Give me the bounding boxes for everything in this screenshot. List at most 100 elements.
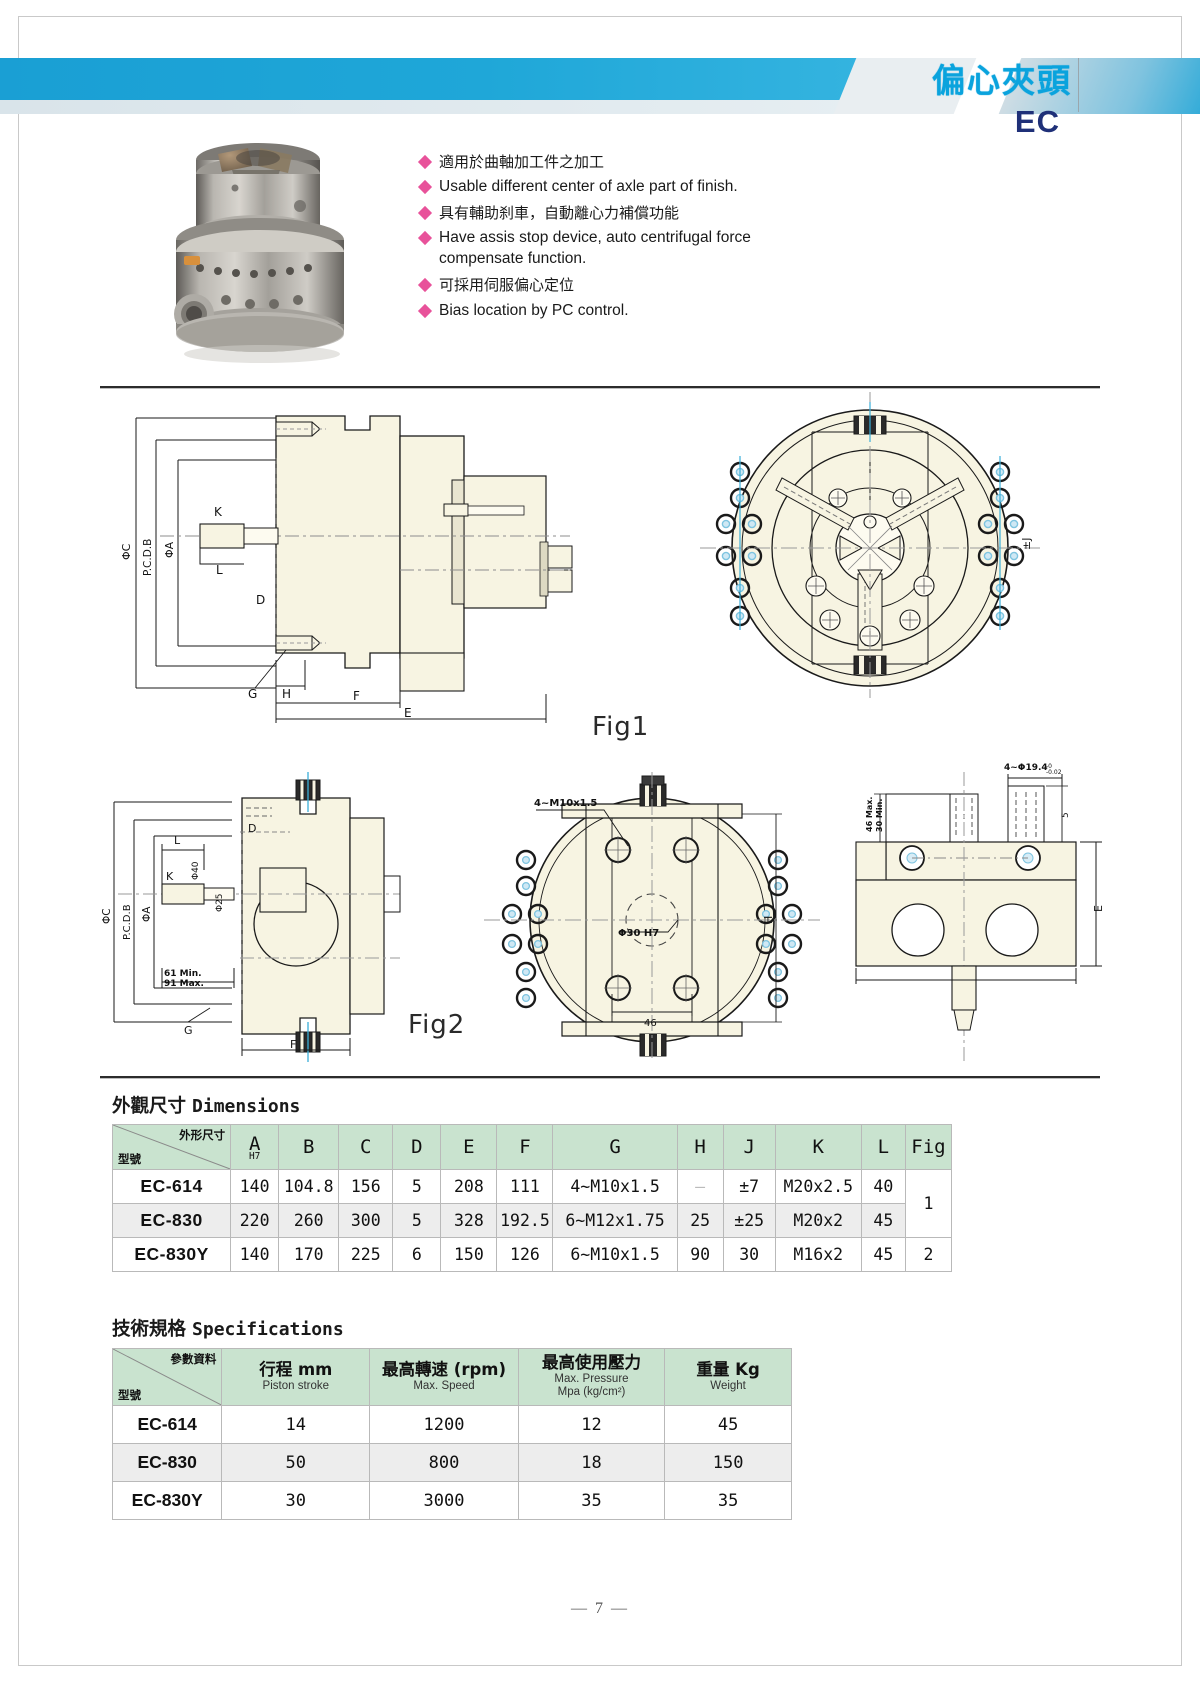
cell-k: M20x2 [774,1203,862,1238]
cell-f: 111 [496,1169,554,1204]
cell-fig-2: 2 [904,1237,953,1272]
specifications-table: 參數資料 型號 行程 mm Piston stroke 最高轉速 (rpm) M… [111,1348,792,1520]
cell-e: 150 [440,1237,498,1272]
cell-weight: 45 [664,1405,792,1444]
corner-label-params: 參數資料 [170,1352,217,1366]
cell-l: 45 [860,1203,906,1238]
callout-plusminus-j: ±J [1020,538,1033,550]
specifications-table-head: 參數資料 型號 行程 mm Piston stroke 最高轉速 (rpm) M… [111,1348,792,1406]
cell-pressure: 18 [517,1443,666,1482]
feature-item: Have assis stop device, auto centrifugal… [417,228,840,270]
header-banner [0,58,1200,114]
spec-col-weight-zh: 重量 Kg [696,1359,760,1379]
row-model: EC-830Y [111,1481,223,1520]
callout-l: L [174,834,181,847]
cell-g: 6~M12x1.75 [552,1203,678,1238]
feature-text: 具有輔助刹車，自動離心力補償功能 [439,204,680,223]
cell-fig-1: 1 [904,1169,953,1238]
dimensions-table: 外形尺寸 型號 A H7 B C D E F G H J K L Fig [111,1124,953,1272]
cell-c: 300 [338,1203,394,1238]
col-header-d: D [392,1124,442,1170]
callout-pcdb: P.C.D.B [142,539,154,576]
callout-g: G [248,687,257,701]
banner-cyan-bar [0,58,880,100]
table-row: EC-830Y 30 3000 35 35 [111,1481,792,1520]
col-header-a: A H7 [230,1124,280,1170]
fig2-label: Fig2 [408,1010,466,1040]
banner-gray-bar [0,100,880,114]
dimensions-corner-cell: 外形尺寸 型號 [111,1124,232,1170]
corner-diagonal-line [113,1125,231,1169]
row-model: EC-614 [111,1169,232,1204]
table-header-row: 參數資料 型號 行程 mm Piston stroke 最高轉速 (rpm) M… [111,1348,792,1406]
callout-k: K [214,505,223,519]
cell-b: 260 [278,1203,340,1238]
cell-speed: 1200 [369,1405,519,1444]
cell-weight: 35 [664,1481,792,1520]
cell-j: ±25 [722,1203,776,1238]
callout-phi-a: ΦA [163,541,176,558]
callout-phi-c: ΦC [120,543,133,560]
callout-5: 5 [1061,812,1071,818]
spec-col-pressure-zh: 最高使用壓力 [542,1352,641,1372]
feature-item: 具有輔助刹車，自動離心力補償功能 [417,203,840,223]
spec-col-speed: 最高轉速 (rpm) Max. Speed [369,1348,519,1406]
col-header-l: L [860,1124,906,1170]
corner-label-model: 型號 [118,1388,141,1402]
spec-col-pressure-units: Mpa (kg/cm²) [557,1386,626,1399]
fig1-label: Fig1 [592,712,650,742]
col-header-f: F [496,1124,554,1170]
callout-46-max: 46 Max. [865,797,874,832]
cell-h: 25 [676,1203,724,1238]
cell-speed: 800 [369,1443,519,1482]
cell-pressure: 12 [517,1405,666,1444]
col-header-g: G [552,1124,678,1170]
table-row: EC-830Y 140 170 225 6 150 126 6~M10x1.5 … [111,1237,953,1272]
row-model: EC-830 [111,1443,223,1482]
spec-col-pressure: 最高使用壓力 Max. Pressure Mpa (kg/cm²) [517,1348,666,1406]
product-code: EC [1014,104,1060,139]
callout-e: E [404,706,412,720]
col-header-b: B [278,1124,340,1170]
callout-h: H [282,687,291,701]
callout-pcdb: P.C.D.B [122,904,133,940]
feature-text: 可採用伺服偏心定位 [439,276,575,295]
spec-col-weight-en: Weight [710,1379,746,1392]
cell-h: — [676,1169,724,1204]
callout-4-phi-194: 4~Φ19.4 [1004,763,1048,773]
cell-l: 40 [860,1169,906,1204]
corner-label-model: 型號 [118,1152,141,1166]
spec-col-speed-en: Max. Speed [413,1379,475,1392]
table-header-row: 外形尺寸 型號 A H7 B C D E F G H J K L Fig [111,1124,953,1170]
corner-diagonal-line [113,1349,222,1405]
callout-phi-25: Φ25 [215,893,225,912]
cell-l: 45 [860,1237,906,1272]
cell-speed: 3000 [369,1481,519,1520]
spec-corner-cell: 參數資料 型號 [111,1348,223,1406]
callout-f: F [290,1038,296,1051]
callout-g: G [184,1024,193,1037]
cell-e: 328 [440,1203,498,1238]
cell-weight: 150 [664,1443,792,1482]
callout-h: H [762,916,775,924]
page-border [18,16,1182,1666]
product-photo [140,128,385,378]
banner-divider-line [1078,58,1079,112]
cell-d: 6 [392,1237,442,1272]
feature-item: 可採用伺服偏心定位 [417,275,840,295]
row-model: EC-830 [111,1203,232,1238]
dimensions-heading-en: Dimensions [192,1096,301,1117]
diamond-bullet-icon [417,278,433,293]
divider-middle [100,1076,1100,1079]
spec-col-stroke: 行程 mm Piston stroke [221,1348,371,1406]
cell-e: 208 [440,1169,498,1204]
cell-stroke: 50 [221,1443,371,1482]
callout-d: D [248,822,256,835]
callout-e: E [1092,905,1105,912]
col-header-a-sub: H7 [248,1150,261,1162]
specifications-table-body: EC-614 14 1200 12 45 EC-830 50 800 18 15… [111,1405,792,1520]
corner-label-dimensions: 外形尺寸 [179,1128,226,1142]
